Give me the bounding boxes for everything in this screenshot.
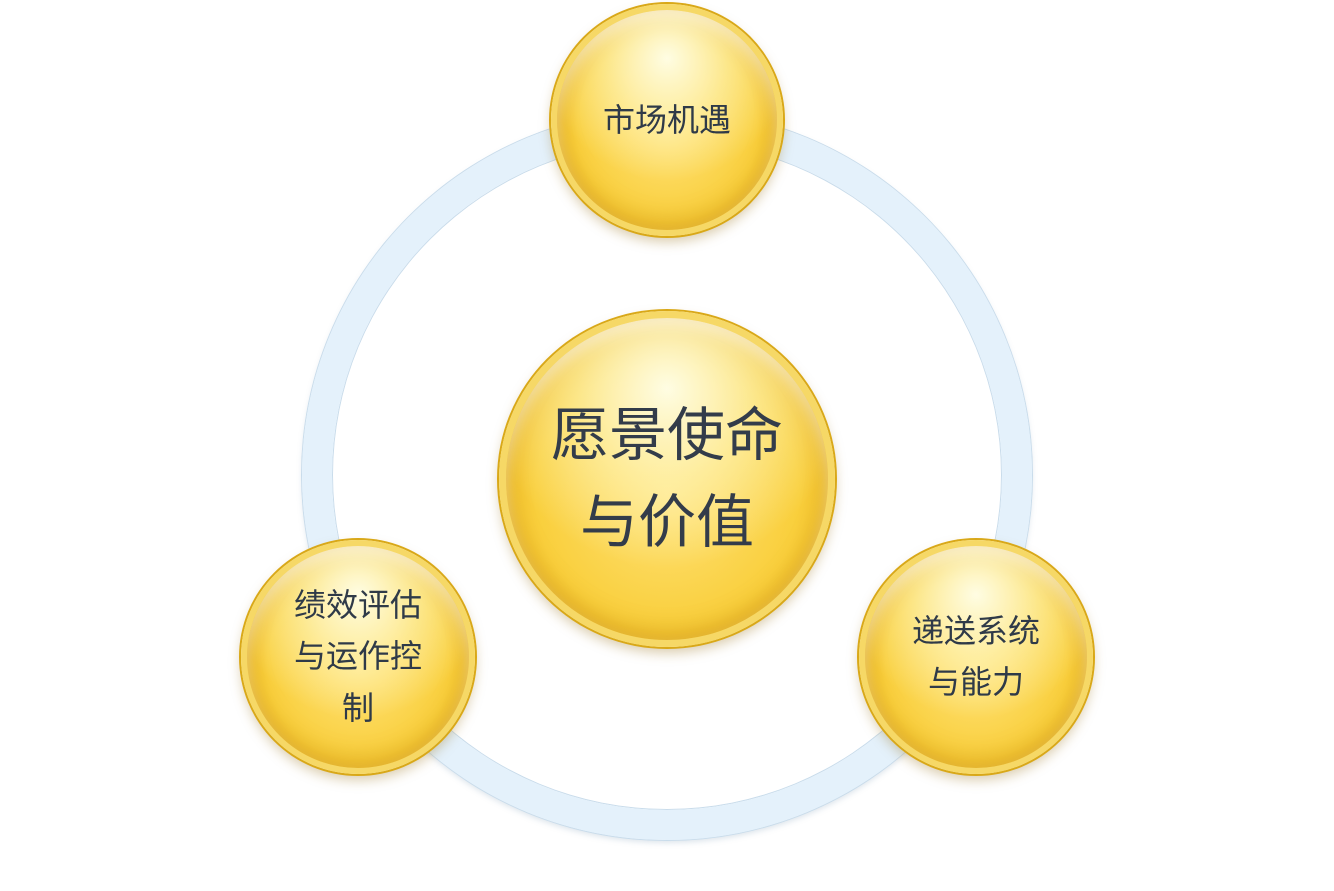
node-center-line1: 愿景使命: [550, 401, 783, 469]
node-center-line2: 与价值: [579, 488, 754, 556]
node-label: 递送系统 与能力: [902, 606, 1050, 708]
node-left-line2: 与运作控: [293, 637, 422, 676]
node-left-line1: 绩效评估: [293, 586, 422, 625]
node-right-line1: 递送系统: [911, 611, 1040, 650]
node-top-line1: 市场机遇: [602, 100, 731, 139]
node-delivery-system: 递送系统 与能力: [859, 540, 1093, 774]
node-left-line3: 制: [341, 688, 374, 727]
node-right-line2: 与能力: [927, 663, 1024, 701]
node-market-opportunity: 市场机遇: [551, 4, 783, 236]
node-label: 市场机遇: [593, 97, 741, 143]
node-label: 愿景使命 与价值: [541, 392, 793, 566]
node-performance-evaluation: 绩效评估 与运作控 制: [241, 540, 475, 774]
node-label: 绩效评估 与运作控 制: [284, 580, 432, 734]
node-vision-mission-values: 愿景使命 与价值: [499, 311, 835, 647]
